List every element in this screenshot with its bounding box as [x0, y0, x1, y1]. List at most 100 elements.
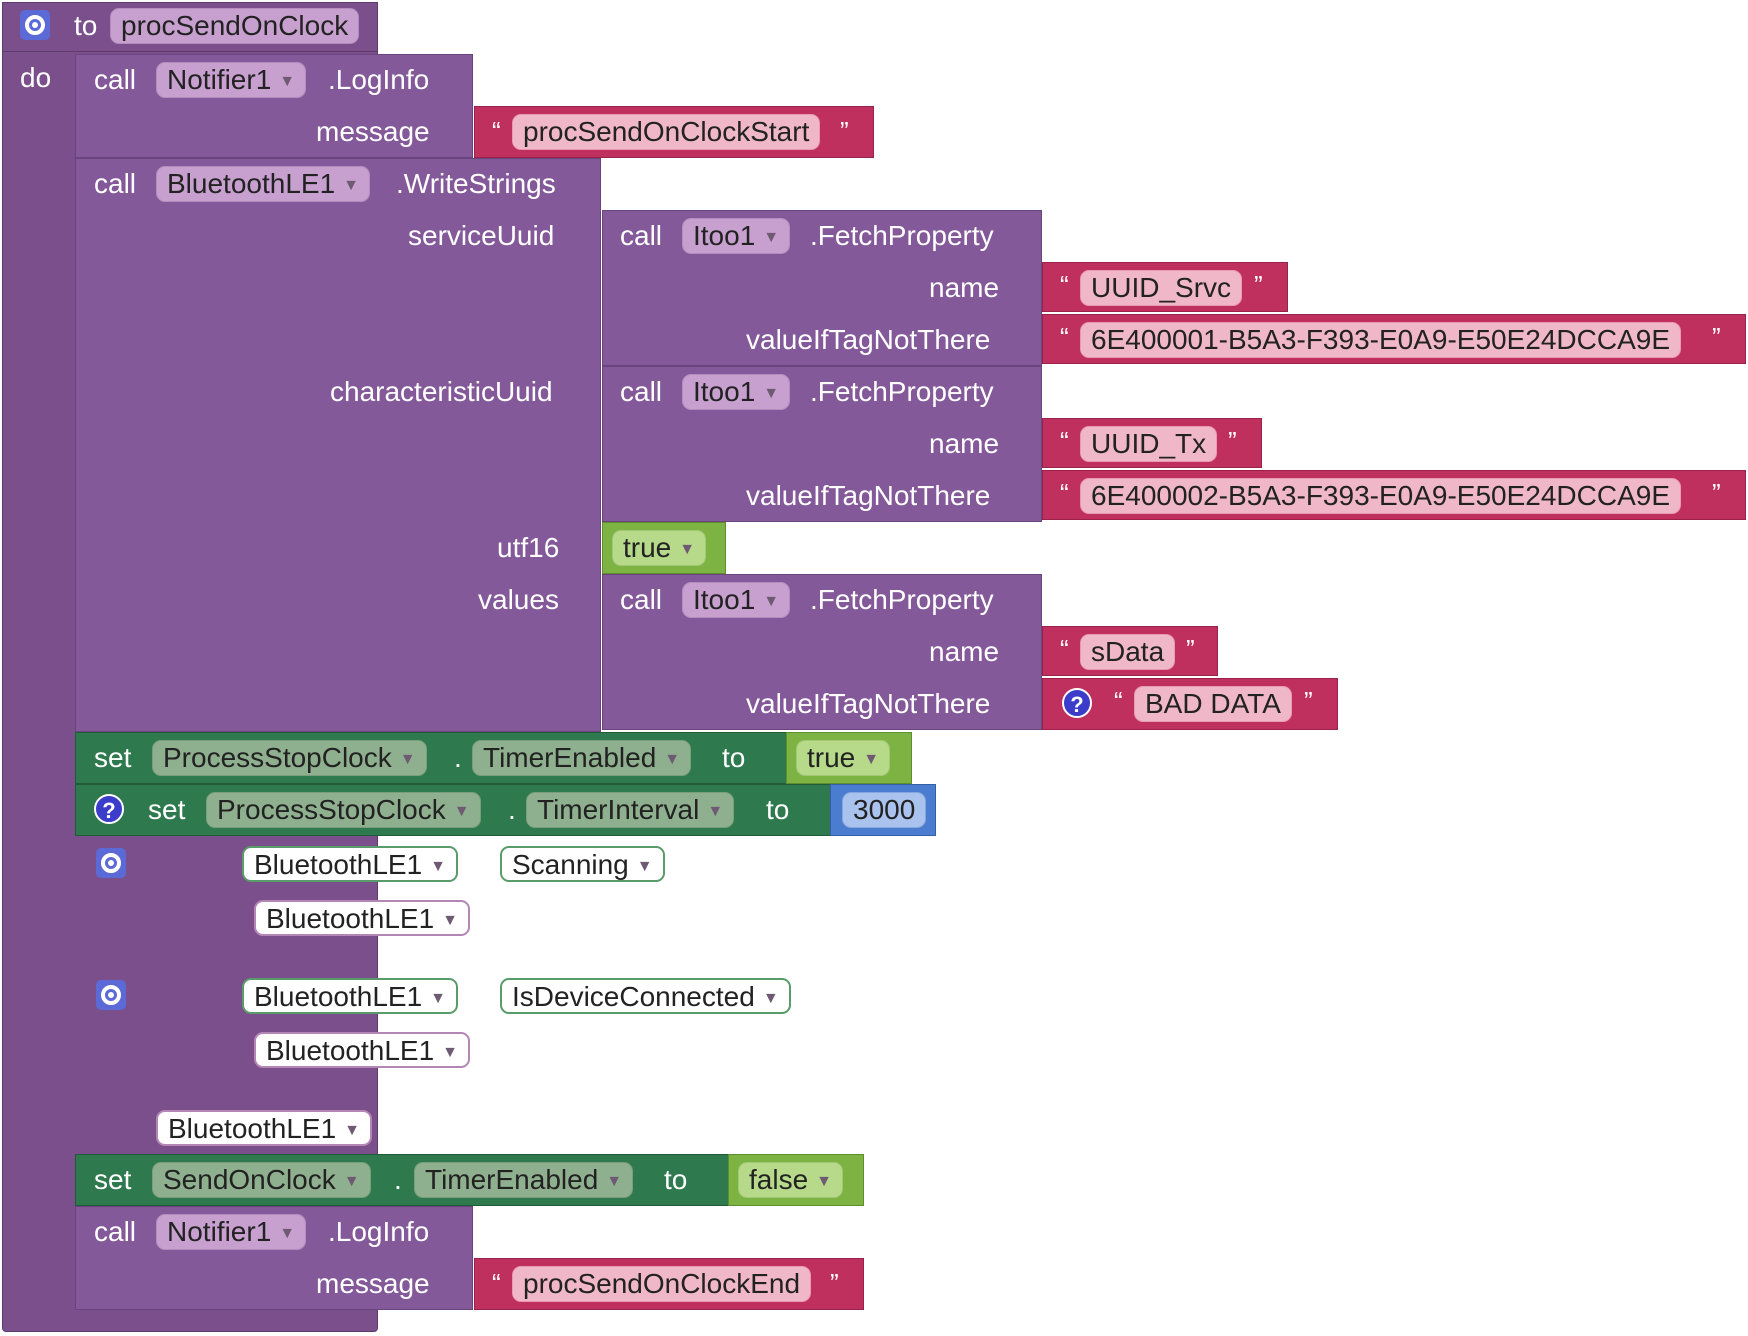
ghost3-component-dropdown[interactable]: BluetoothLE1 ▼ [156, 1110, 372, 1146]
fetch2-default-label: valueIfTagNotThere [746, 480, 991, 511]
quote-open: “ [492, 116, 501, 146]
ghost1-component2-dropdown[interactable]: BluetoothLE1▼ [254, 900, 470, 936]
write-method: .WriteStrings [396, 168, 556, 199]
quote-close: ” [1712, 322, 1721, 352]
fetch2-default-value[interactable]: 6E400002-B5A3-F393-E0A9-E50E24DCCA9E [1080, 478, 1682, 514]
utf16-dropdown[interactable]: true▼ [612, 530, 707, 566]
ghost1-property-dropdown[interactable]: Scanning▼ [500, 846, 665, 882]
fetch1-default-value[interactable]: 6E400001-B5A3-F393-E0A9-E50E24DCCA9E [1080, 322, 1682, 358]
quote-open: “ [1060, 270, 1069, 300]
call-keyword: call [94, 168, 137, 199]
fetch1-component: Itoo1 [693, 220, 756, 251]
set1-property: TimerEnabled [483, 742, 657, 773]
chevron-down-icon: ▼ [707, 803, 724, 820]
gear-icon[interactable] [96, 980, 126, 1010]
to-keyword: to [766, 794, 790, 825]
set1-value-dropdown[interactable]: true ▼ [796, 740, 891, 776]
quote-open: “ [1060, 322, 1069, 352]
help-icon[interactable]: ? [1062, 688, 1092, 718]
chevron-down-icon: ▼ [442, 1044, 458, 1061]
set2-value[interactable]: 3000 [842, 792, 927, 828]
fetch-values-block[interactable] [602, 574, 1042, 730]
quote-open: “ [1060, 478, 1069, 508]
ghost2-component2: BluetoothLE1 [266, 1035, 435, 1066]
ghost1-component-dropdown[interactable]: BluetoothLE1▼ [242, 846, 458, 882]
chevron-down-icon: ▼ [762, 990, 779, 1007]
log-start-message[interactable]: procSendOnClockStart [512, 114, 821, 150]
ghost2-component2-dropdown[interactable]: BluetoothLE1 ▼ [254, 1032, 470, 1068]
fetch2-name-value[interactable]: UUID_Tx [1080, 426, 1218, 462]
fetch3-default-label: valueIfTagNotThere [746, 688, 991, 719]
fetch2-name-label: name [929, 428, 1000, 459]
fetch2-component: Itoo1 [693, 376, 756, 407]
to-keyword: to [664, 1164, 688, 1195]
fetch3-name-value[interactable]: sData [1080, 634, 1176, 670]
quote-close: ” [830, 1268, 839, 1298]
fetch3-method: .FetchProperty [810, 584, 994, 615]
log-start-component-dropdown[interactable]: Notifier1▼ [156, 62, 307, 98]
chevron-down-icon: ▼ [430, 990, 446, 1007]
write-strings-block[interactable] [75, 158, 601, 732]
set2-property: TimerInterval [537, 794, 700, 825]
quote-close: ” [840, 116, 849, 146]
ghost3-component: BluetoothLE1 [168, 1113, 337, 1144]
set1-component: ProcessStopClock [163, 742, 392, 773]
set3-value: false [749, 1164, 809, 1195]
ghost2-property-dropdown[interactable]: IsDeviceConnected ▼ [500, 978, 791, 1014]
set1-property-dropdown[interactable]: TimerEnabled ▼ [472, 740, 692, 776]
fetch-characteristic-block[interactable] [602, 366, 1042, 522]
chevron-down-icon: ▼ [279, 73, 296, 90]
chevron-down-icon: ▼ [664, 751, 681, 768]
fetch-service-block[interactable] [602, 210, 1042, 366]
fetch1-name-value[interactable]: UUID_Srvc [1080, 270, 1243, 306]
ghost2-component-dropdown[interactable]: BluetoothLE1▼ [242, 978, 458, 1014]
chevron-down-icon: ▼ [863, 751, 880, 768]
chevron-down-icon: ▼ [344, 1122, 360, 1139]
fetch2-method: .FetchProperty [810, 376, 994, 407]
chevron-down-icon: ▼ [763, 593, 780, 610]
ghost1-component: BluetoothLE1 [254, 849, 423, 880]
help-icon[interactable]: ? [94, 794, 124, 824]
chevron-down-icon: ▼ [279, 1225, 296, 1242]
dot: . [508, 794, 516, 825]
set3-component-dropdown[interactable]: SendOnClock▼ [152, 1162, 371, 1198]
quote-close: ” [1254, 270, 1263, 300]
param-utf16: utf16 [497, 532, 560, 563]
fetch1-default-label: valueIfTagNotThere [746, 324, 991, 355]
to-keyword: to [722, 742, 746, 773]
set1-value: true [807, 742, 856, 773]
param-characteristic-uuid: characteristicUuid [330, 376, 553, 407]
quote-open: “ [1114, 686, 1123, 716]
gear-icon[interactable] [96, 848, 126, 878]
write-component-dropdown[interactable]: BluetoothLE1▼ [156, 166, 370, 202]
log-end-component-dropdown[interactable]: Notifier1▼ [156, 1214, 307, 1250]
param-service-uuid: serviceUuid [408, 220, 555, 251]
quote-close: ” [1712, 478, 1721, 508]
procedure-name-field[interactable]: procSendOnClock [110, 8, 360, 44]
set-keyword: set [94, 1164, 132, 1195]
fetch2-component-dropdown[interactable]: Itoo1▼ [682, 374, 791, 410]
fetch3-component-dropdown[interactable]: Itoo1 ▼ [682, 582, 791, 618]
set2-property-dropdown[interactable]: TimerInterval ▼ [526, 792, 735, 828]
to-keyword: to [74, 10, 98, 41]
ghost1-component2: BluetoothLE1 [266, 903, 435, 934]
set3-value-dropdown[interactable]: false▼ [738, 1162, 843, 1198]
fetch1-method: .FetchProperty [810, 220, 994, 251]
set1-component-dropdown[interactable]: ProcessStopClock▼ [152, 740, 427, 776]
fetch1-component-dropdown[interactable]: Itoo1▼ [682, 218, 791, 254]
fetch3-component: Itoo1 [693, 584, 756, 615]
quote-close: ” [1228, 426, 1237, 456]
quote-close: ” [1186, 634, 1195, 664]
fetch3-default-value[interactable]: BAD DATA [1134, 686, 1292, 722]
set2-component-dropdown[interactable]: ProcessStopClock▼ [206, 792, 481, 828]
dot: . [454, 742, 462, 773]
fetch1-name-label: name [929, 272, 1000, 303]
gear-icon[interactable] [20, 10, 50, 40]
set3-property-dropdown[interactable]: TimerEnabled▼ [414, 1162, 634, 1198]
call-keyword: call [94, 1216, 137, 1247]
quote-close: ” [1304, 686, 1313, 716]
write-component: BluetoothLE1 [167, 168, 336, 199]
log-end-message[interactable]: procSendOnClockEnd [512, 1266, 812, 1302]
quote-open: “ [1060, 634, 1069, 664]
ghost2-property: IsDeviceConnected [512, 981, 755, 1012]
